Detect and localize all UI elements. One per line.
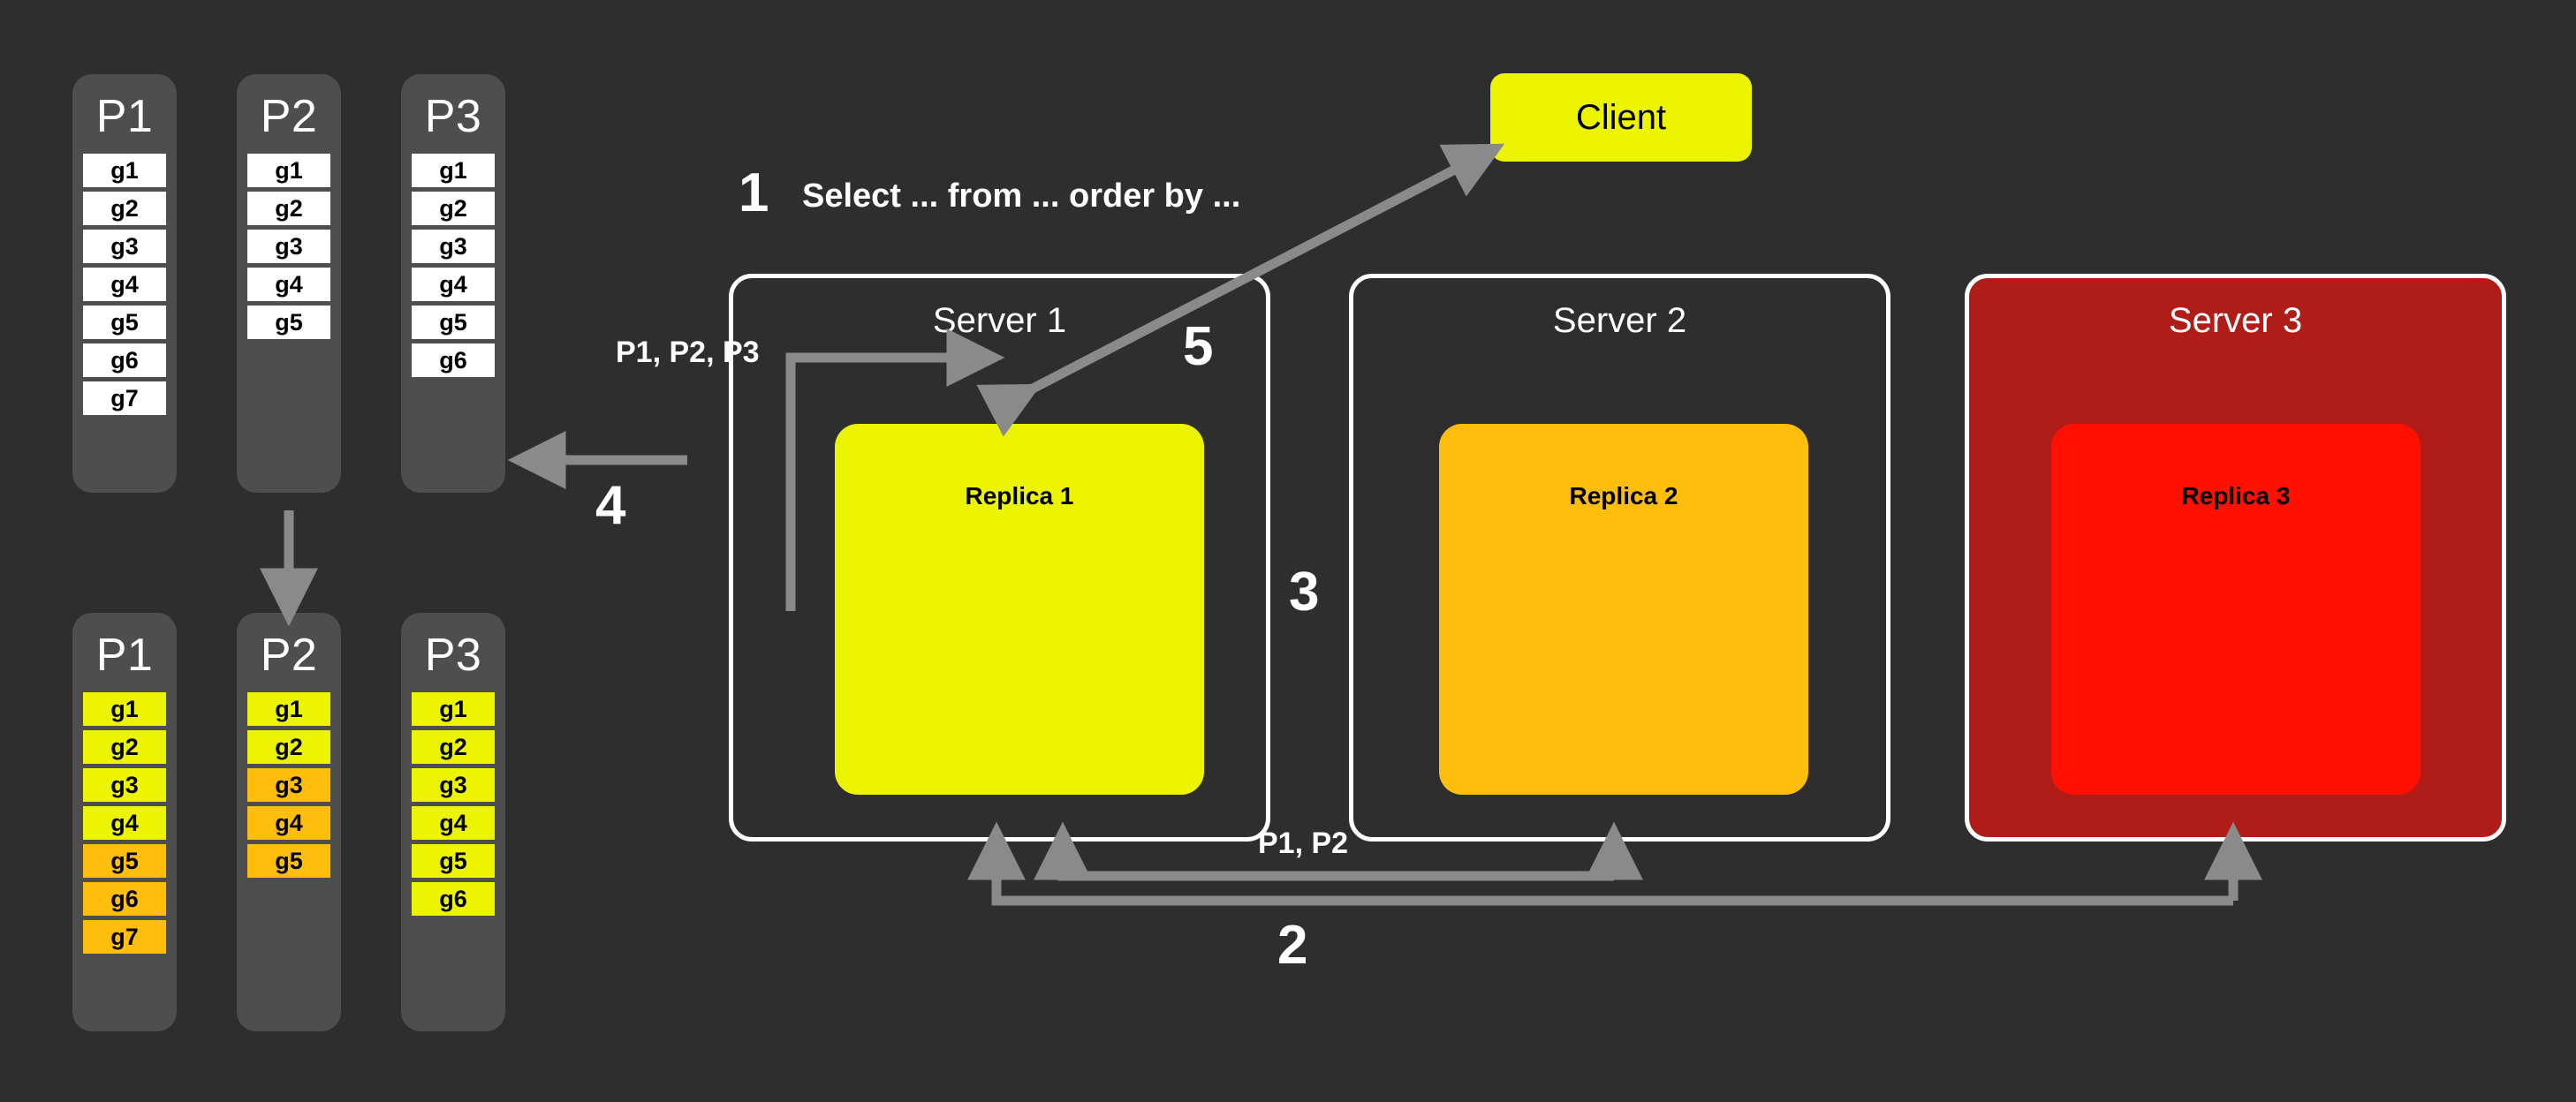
partition-title: P2 [260, 630, 318, 681]
partition-cell: g4 [247, 806, 330, 840]
partition-cell: g5 [412, 306, 495, 339]
partition-bottom-p2: P2 g1 g2 g3 g4 g5 [237, 613, 341, 1031]
partition-cells: g1 g2 g3 g4 g5 g6 [401, 692, 505, 916]
replica-1-label: Replica 1 [965, 482, 1074, 509]
partition-cell: g5 [247, 306, 330, 339]
replica-3-label: Replica 3 [2181, 482, 2291, 509]
server-3-title: Server 3 [2168, 301, 2303, 340]
partition-cell: g3 [412, 230, 495, 263]
partition-cell: g5 [247, 844, 330, 878]
step-number-5: 5 [1183, 316, 1214, 377]
partition-cells: g1 g2 g3 g4 g5 g6 g7 [72, 154, 177, 415]
partition-cell: g3 [412, 768, 495, 802]
partition-cell: g5 [412, 844, 495, 878]
partition-cell: g6 [412, 882, 495, 916]
partition-cell: g4 [247, 268, 330, 301]
partition-cell: g6 [412, 343, 495, 377]
partition-cell: g1 [83, 154, 166, 187]
client-label: Client [1575, 97, 1667, 137]
partition-cell: g6 [83, 882, 166, 916]
partition-cell: g1 [83, 692, 166, 726]
partition-cell: g6 [83, 343, 166, 377]
partition-cell: g7 [83, 920, 166, 954]
server-3-box[interactable]: Server 3 Replica 3 [1965, 274, 2506, 842]
partition-title: P3 [424, 91, 482, 142]
partition-cell: g5 [83, 844, 166, 878]
p1p2-label: P1, P2 [1258, 826, 1349, 860]
partition-cell: g3 [247, 230, 330, 263]
replica-1-box[interactable]: Replica 1 [835, 424, 1204, 795]
partition-cell: g1 [412, 154, 495, 187]
partition-top-p1: P1 g1 g2 g3 g4 g5 g6 g7 [72, 74, 177, 493]
partition-cell: g2 [247, 192, 330, 225]
partition-cell: g5 [83, 306, 166, 339]
partition-cell: g1 [247, 692, 330, 726]
partition-cell: g1 [412, 692, 495, 726]
partition-top-p3: P3 g1 g2 g3 g4 g5 g6 [401, 74, 505, 493]
step-number-3: 3 [1289, 562, 1320, 623]
partition-cell: g4 [83, 806, 166, 840]
partition-title: P2 [260, 91, 318, 142]
partition-top-p2: P2 g1 g2 g3 g4 g5 [237, 74, 341, 493]
partition-cell: g4 [83, 268, 166, 301]
query-label: Select ... from ... order by ... [802, 177, 1241, 215]
partition-title: P3 [424, 630, 482, 681]
partition-cell: g2 [412, 192, 495, 225]
partition-title: P1 [95, 630, 154, 681]
replica-2-box[interactable]: Replica 2 [1439, 424, 1808, 795]
server-2-box[interactable]: Server 2 Replica 2 [1349, 274, 1890, 842]
partition-bottom-p1: P1 g1 g2 g3 g4 g5 g6 g7 [72, 613, 177, 1031]
partition-cell: g2 [83, 192, 166, 225]
partition-bottom-p3: P3 g1 g2 g3 g4 g5 g6 [401, 613, 505, 1031]
client-box[interactable]: Client [1490, 73, 1752, 162]
server-2-title: Server 2 [1552, 301, 1687, 340]
replica-3-box[interactable]: Replica 3 [2051, 424, 2421, 795]
partition-cells: g1 g2 g3 g4 g5 g6 [401, 154, 505, 377]
partition-cell: g4 [412, 268, 495, 301]
partition-cell: g1 [247, 154, 330, 187]
step-number-1: 1 [739, 162, 769, 223]
partition-title: P1 [95, 91, 154, 142]
partition-cell: g3 [83, 768, 166, 802]
partition-cell: g4 [412, 806, 495, 840]
partition-cell: g3 [247, 768, 330, 802]
partition-cell: g2 [83, 730, 166, 764]
arrow-server3-to-server1 [967, 821, 2233, 906]
step-number-4: 4 [595, 475, 626, 536]
step-number-2: 2 [1277, 915, 1308, 976]
partition-cell: g2 [412, 730, 495, 764]
p1p2p3-label: P1, P2, P3 [616, 336, 760, 369]
partition-cells: g1 g2 g3 g4 g5 g6 g7 [72, 692, 177, 954]
replica-2-label: Replica 2 [1569, 482, 1678, 509]
partition-cell: g7 [83, 381, 166, 415]
partition-cells: g1 g2 g3 g4 g5 [237, 692, 341, 878]
partition-cell: g2 [247, 730, 330, 764]
partition-cell: g3 [83, 230, 166, 263]
partition-cells: g1 g2 g3 g4 g5 [237, 154, 341, 339]
